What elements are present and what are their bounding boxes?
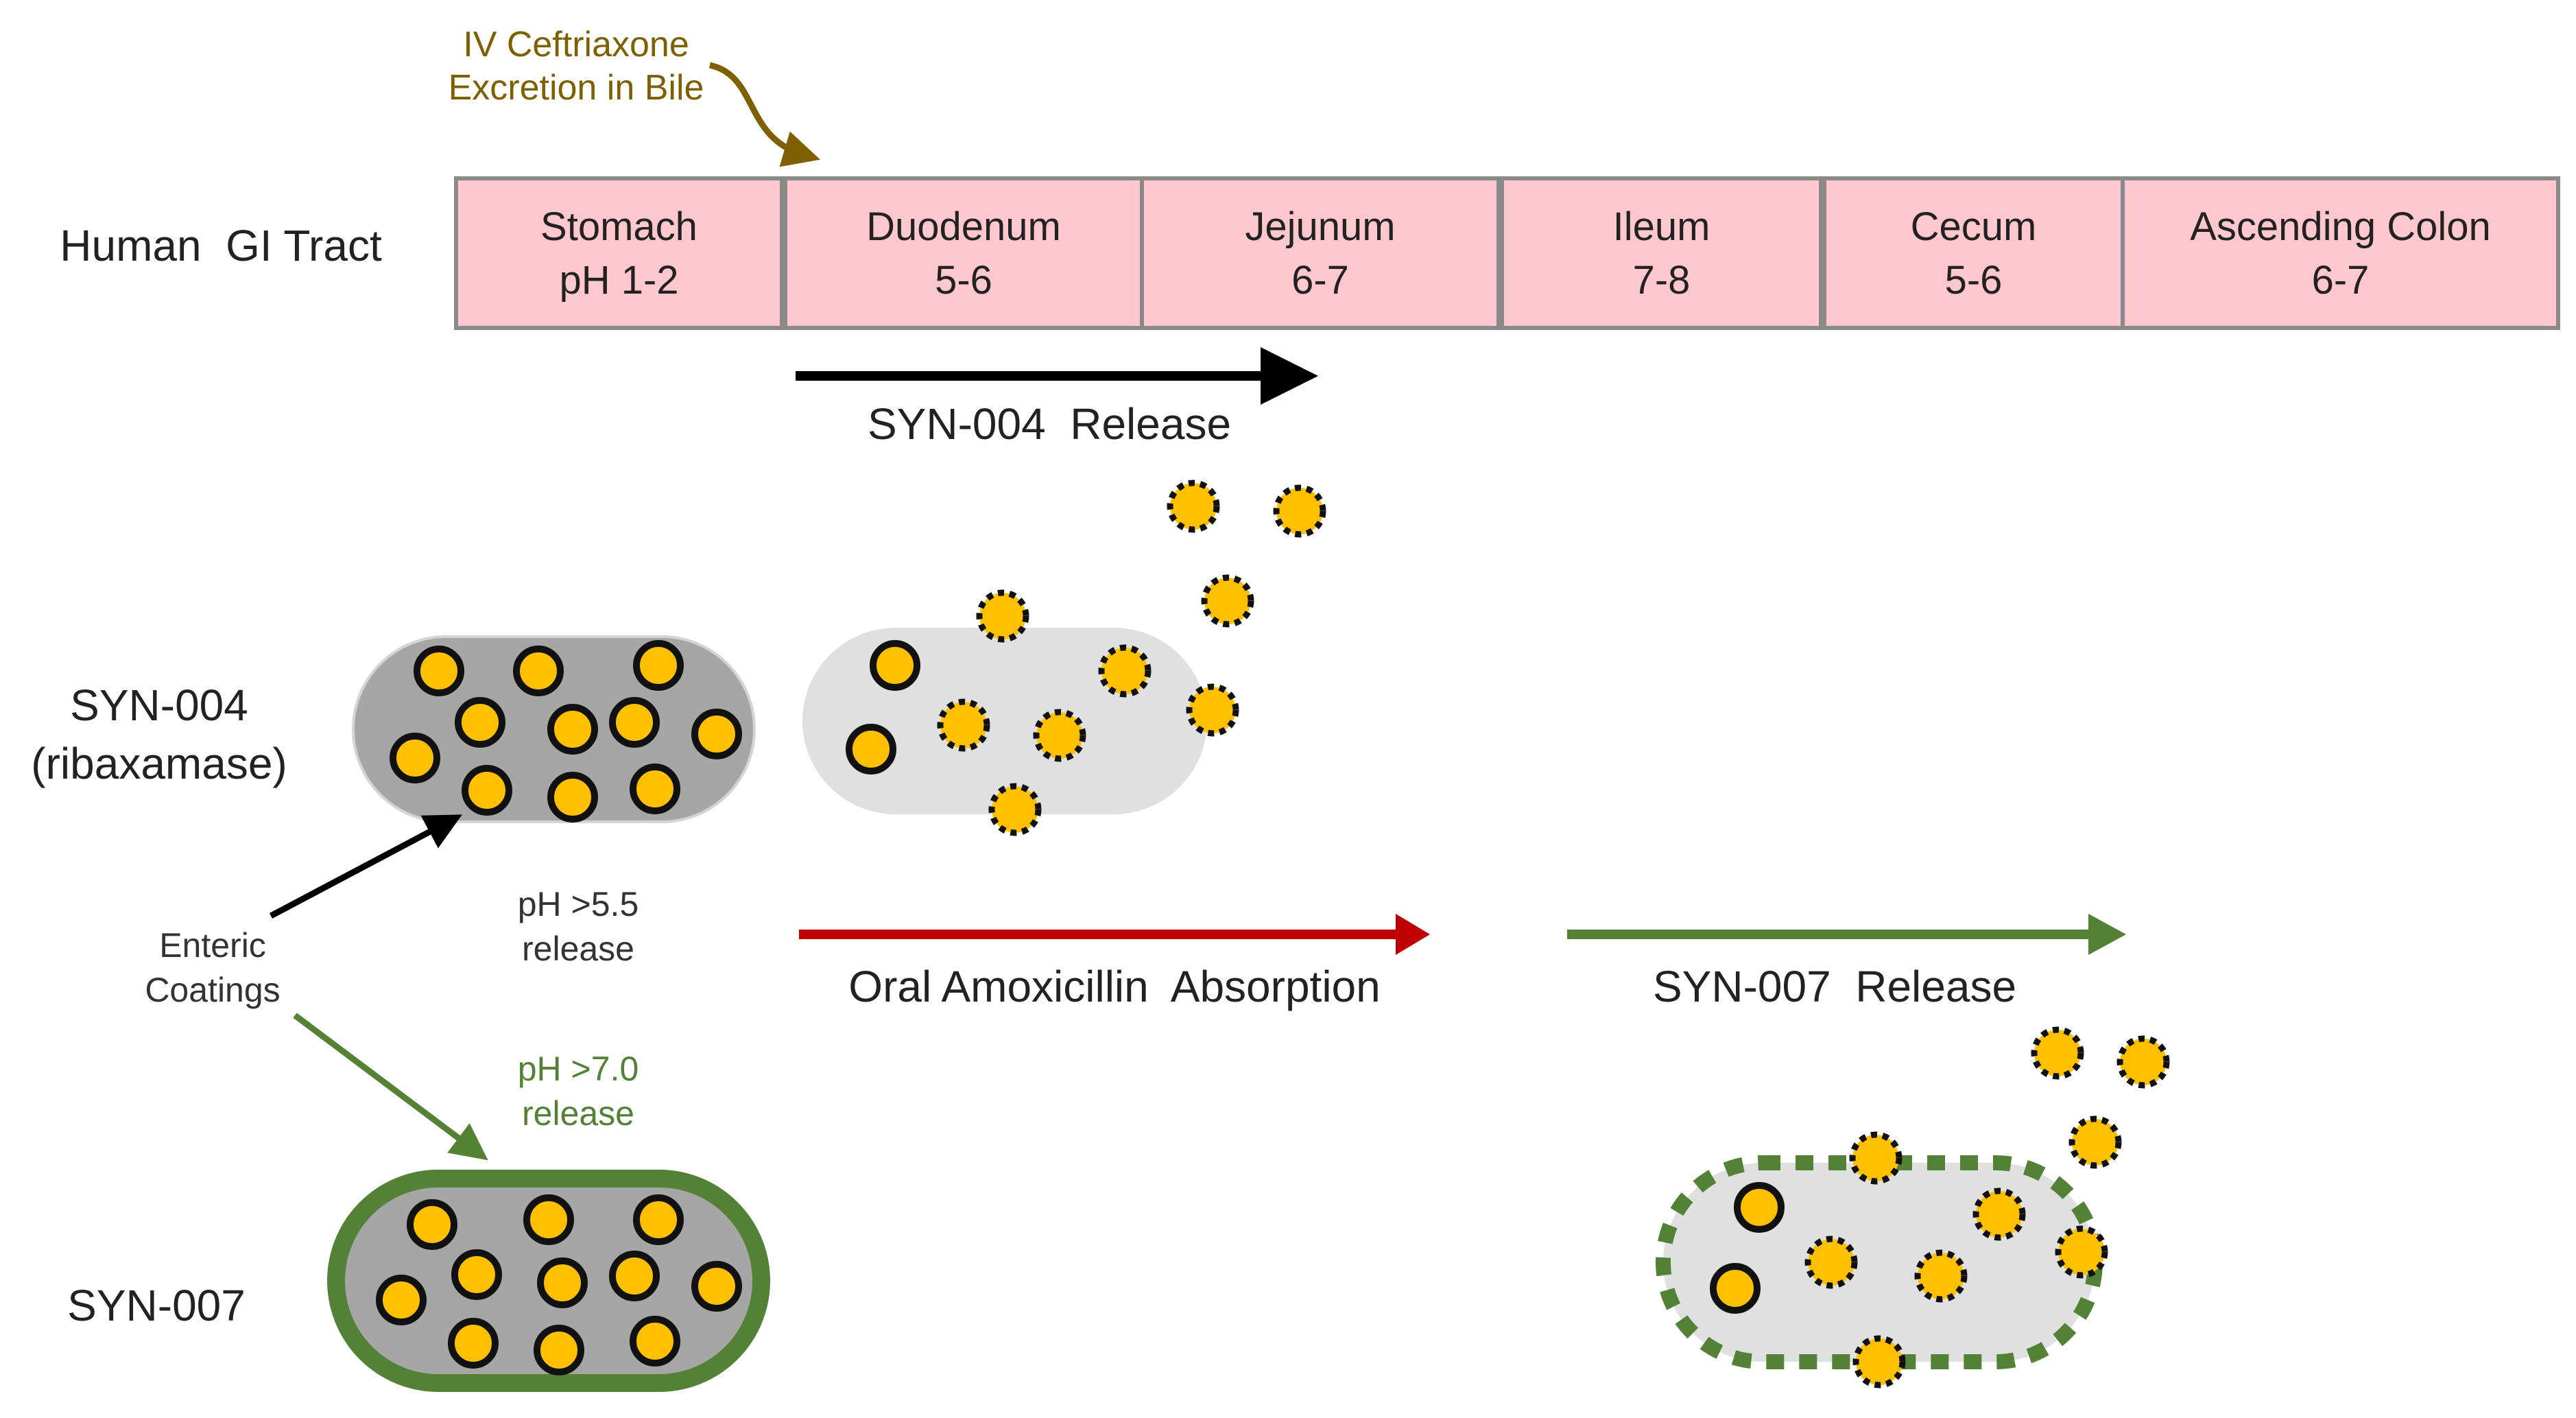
enzyme-bead-icon (407, 1199, 457, 1250)
enzyme-bead-icon (870, 640, 920, 691)
syn007-release-label: SYN-007 Release (1653, 962, 2016, 1011)
segment-ph: 5-6 (1945, 258, 2003, 303)
enzyme-bead-icon (390, 733, 440, 783)
segment-name: Jejunum (1245, 204, 1395, 249)
enzyme-bead-icon (523, 1194, 574, 1245)
syn007-released-enzymes (1804, 1026, 2170, 1389)
enzyme-bead-icon (547, 772, 598, 823)
released-enzyme-icon (2116, 1035, 2170, 1089)
segment-ph: 6-7 (2312, 258, 2370, 303)
segment-stomach: Stomach pH 1-2 (454, 176, 784, 330)
released-enzyme-icon (2031, 1026, 2084, 1080)
enteric-to-syn004-arrow (269, 814, 462, 919)
released-enzyme-icon (1852, 1335, 1906, 1389)
enzyme-bead-icon (1710, 1263, 1761, 1314)
amoxicillin-label: Oral Amoxicillin Absorption (848, 962, 1380, 1011)
syn004-ph-line2: release (522, 930, 634, 968)
released-enzyme-icon (1273, 484, 1326, 538)
segment-ileum: Ileum 7-8 (1500, 176, 1823, 330)
enzyme-bead-icon (513, 646, 564, 696)
segment-ph: 7-8 (1633, 258, 1691, 303)
syn007-open-capsule (1656, 1155, 2103, 1369)
enteric-to-syn007-arrow (293, 1013, 488, 1161)
segment-name: Duodenum (866, 204, 1061, 249)
enzyme-bead-icon (547, 704, 598, 755)
released-enzyme-icon (2068, 1115, 2122, 1169)
syn004-label-line1: SYN-004 (70, 681, 248, 730)
enzyme-bead-icon (455, 697, 505, 748)
enzyme-bead-icon (691, 709, 742, 759)
released-enzyme-icon (976, 589, 1029, 643)
syn007-ph-line2: release (522, 1094, 634, 1133)
released-enzyme-icon (1033, 709, 1086, 762)
enzyme-bead-icon (633, 640, 684, 691)
syn004-ph-line1: pH >5.5 (518, 885, 639, 923)
syn007-open-beads (1710, 1182, 1785, 1314)
enzyme-bead-icon (633, 1194, 684, 1245)
enzyme-bead-icon (534, 1325, 584, 1375)
enzyme-bead-icon (462, 765, 512, 816)
enzyme-bead-icon (609, 697, 660, 748)
bile-excretion-arrow (708, 62, 820, 167)
syn007-ph-line1: pH >7.0 (518, 1050, 639, 1088)
released-enzyme-icon (937, 698, 990, 752)
enteric-label-line2: Coatings (145, 971, 280, 1009)
syn004-label-line2: (ribaxamase) (31, 739, 287, 788)
segment-name: Stomach (540, 204, 697, 249)
enzyme-bead-icon (691, 1261, 742, 1312)
syn007-beads (376, 1194, 742, 1375)
ceftriaxone-label-line1: IV Ceftriaxone (463, 25, 689, 64)
released-enzyme-icon (1186, 683, 1239, 737)
syn004-released-enzymes (937, 480, 1326, 836)
syn007-release-arrowhead (2088, 914, 2126, 955)
enzyme-bead-icon (609, 1251, 660, 1301)
enzyme-bead-icon (451, 1249, 502, 1300)
released-enzyme-icon (2055, 1225, 2108, 1279)
enteric-label-line1: Enteric (159, 926, 266, 965)
released-enzyme-icon (1972, 1187, 2026, 1241)
ceftriaxone-label-line2: Excretion in Bile (449, 68, 704, 108)
enzyme-bead-icon (1734, 1182, 1785, 1233)
released-enzyme-icon (1849, 1131, 1903, 1185)
released-enzyme-icon (1098, 644, 1152, 698)
segment-duodenum: Duodenum 5-6 (783, 176, 1144, 330)
segment-name: Ileum (1613, 204, 1710, 249)
released-enzyme-icon (1201, 574, 1254, 628)
enzyme-bead-icon (630, 1316, 680, 1367)
syn004-release-label: SYN-004 Release (868, 399, 1231, 449)
segment-ph: 6-7 (1291, 258, 1349, 303)
syn004-open-capsule (802, 628, 1207, 814)
enzyme-bead-icon (414, 646, 464, 696)
released-enzyme-icon (1804, 1236, 1858, 1289)
syn004-open-beads (846, 640, 920, 775)
segment-cecum: Cecum 5-6 (1822, 176, 2125, 330)
segment-ascending-colon: Ascending Colon 6-7 (2121, 176, 2560, 330)
released-enzyme-icon (1167, 480, 1220, 533)
segment-name: Cecum (1911, 204, 2037, 249)
syn004-beads (390, 640, 742, 823)
amoxicillin-arrowhead (1396, 914, 1430, 955)
enzyme-bead-icon (846, 724, 896, 775)
gi-tract-segments: Stomach pH 1-2 Duodenum 5-6 Jejunum 6-7 Ileum 7… (454, 176, 2560, 330)
segment-ph: pH 1-2 (559, 258, 678, 303)
gi-tract-label: Human GI Tract (60, 221, 382, 270)
enzyme-bead-icon (630, 764, 680, 814)
enzyme-bead-icon (448, 1318, 499, 1369)
released-enzyme-icon (988, 783, 1042, 836)
syn007-label: SYN-007 (67, 1281, 246, 1330)
enzyme-bead-icon (376, 1275, 427, 1325)
segment-jejunum: Jejunum 6-7 (1140, 176, 1501, 330)
released-enzyme-icon (1914, 1249, 1968, 1303)
segment-name: Ascending Colon (2190, 204, 2491, 249)
segment-ph: 5-6 (935, 258, 992, 303)
enzyme-bead-icon (537, 1257, 588, 1308)
